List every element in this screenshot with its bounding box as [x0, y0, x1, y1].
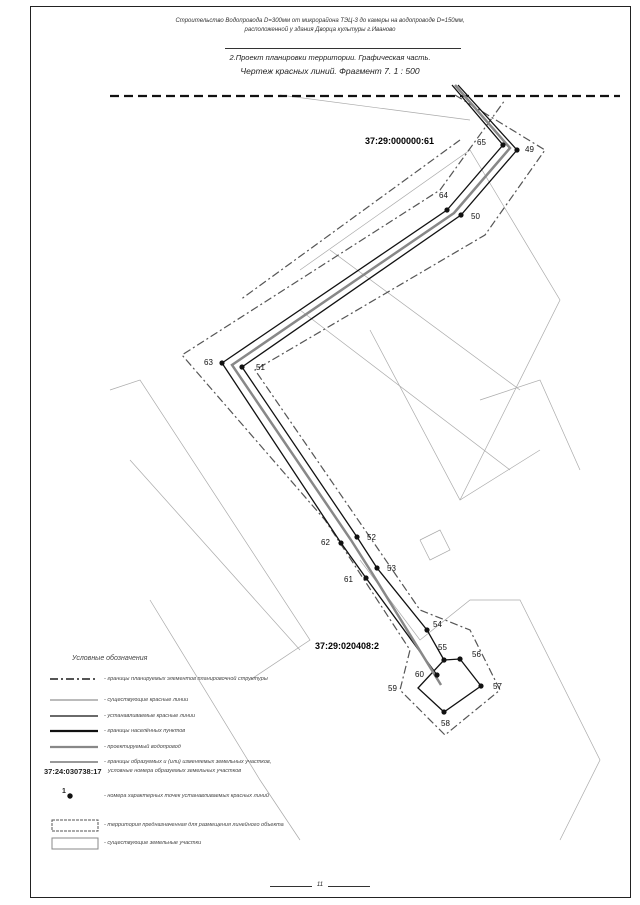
point-label: 50 [471, 212, 480, 221]
point-marker [374, 565, 380, 571]
point-label: 62 [321, 538, 330, 547]
legend-item: - территория предназначенная для размеще… [104, 822, 284, 828]
point-marker [239, 364, 245, 370]
point-label: 49 [525, 145, 534, 154]
page-number: 11 [312, 882, 328, 888]
existing-parcels [109, 94, 601, 841]
point-marker [457, 656, 463, 662]
red-lines [221, 84, 518, 713]
point-marker [354, 534, 360, 540]
point-marker [514, 147, 520, 153]
point-marker [338, 540, 344, 546]
point-label: 60 [415, 670, 424, 679]
sheet-title: Чертеж красных линий. Фрагмент 7. 1 : 50… [240, 66, 420, 76]
point-marker [424, 627, 430, 633]
point-label: 55 [438, 643, 447, 652]
parcel-label: 37:29:000000:61 [365, 136, 434, 146]
legend-item: - устанавливаемые красные линии [104, 713, 196, 719]
header-divider [225, 48, 461, 49]
legend-item: условные номера образуемых земельных уча… [108, 768, 242, 774]
legend-item: - номера характерных точек устанавливаем… [104, 793, 269, 799]
legend-symbols [50, 678, 99, 850]
point-label: 51 [256, 363, 265, 372]
legend-item: - проектируемый водопровод [104, 744, 181, 750]
point-label: 54 [433, 620, 442, 629]
point-label: 64 [439, 191, 448, 200]
legend-title: Условные обозначения [72, 655, 148, 662]
header-line1: Строительство Водопровода D=300мм от мик… [175, 18, 465, 24]
point-marker [500, 142, 506, 148]
point-marker [363, 575, 369, 581]
characteristic-points: 49 65 64 50 63 51 62 52 61 53 54 55 56 60 57 58 59 [204, 138, 534, 728]
parcel-label: 37:29:020408:2 [315, 641, 379, 651]
point-label: 59 [388, 684, 397, 693]
point-marker [441, 709, 447, 715]
point-label: 65 [477, 138, 486, 147]
legend-item: - границы населённых пунктов [104, 728, 186, 734]
point-marker [219, 360, 225, 366]
point-label: 56 [472, 650, 481, 659]
legend-item: - существующие красные линии [104, 697, 189, 703]
section-title: 2.Проект планировки территории. Графичес… [229, 53, 431, 62]
point-label: 61 [344, 575, 353, 584]
planning-boundary [181, 94, 546, 736]
legend-point-example: 1 [62, 788, 66, 795]
point-marker [458, 212, 464, 218]
legend-parcel-example: 37:24:030738:17 [44, 767, 102, 776]
legend-item: - границы планируемых элементов планиров… [104, 676, 268, 682]
point-label: 57 [493, 682, 502, 691]
point-label: 52 [367, 533, 376, 542]
point-marker [478, 683, 484, 689]
header-line2: расположенной у здания Дворца культуры г… [244, 27, 396, 33]
point-label: 63 [204, 358, 213, 367]
pipeline [230, 84, 512, 686]
point-marker [441, 657, 447, 663]
sheet-frame [30, 6, 631, 898]
point-marker [434, 672, 440, 678]
point-label: 58 [441, 719, 450, 728]
legend-item: - существующие земельные участки [104, 840, 202, 846]
legend-item: - границы образуемых и (или) изменяемых … [104, 759, 272, 765]
point-label: 53 [387, 564, 396, 573]
point-marker [444, 207, 450, 213]
